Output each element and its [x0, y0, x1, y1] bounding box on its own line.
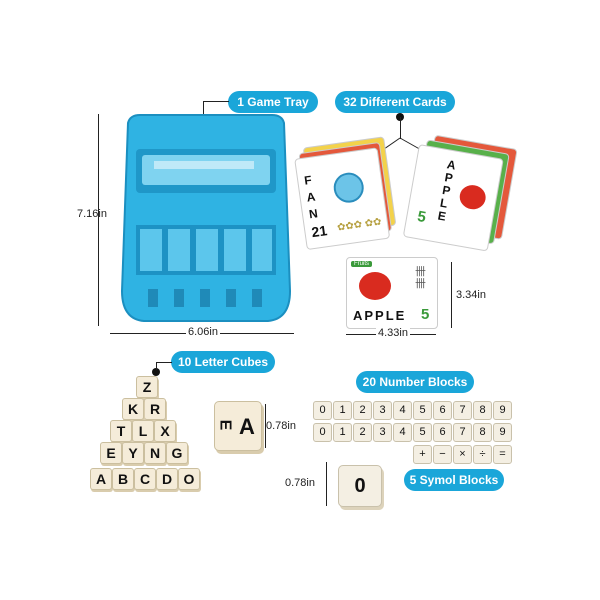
number-block: 4 [393, 401, 412, 420]
letter-cube: O [178, 468, 200, 490]
letter-cubes-pin [152, 368, 160, 376]
single-number-block: 0 [338, 465, 382, 507]
number-block: 3 [373, 401, 392, 420]
letter-cube: G [166, 442, 188, 464]
number-block: 7 [453, 401, 472, 420]
card-fan: FAN 21 ✿✿✿ ✿✿ [294, 147, 391, 251]
letter-cube: A [90, 468, 112, 490]
card-flat-number: 5 [421, 306, 430, 323]
big-cube-letter-a: A [239, 414, 255, 439]
number-block: 9 [493, 401, 512, 420]
card-width-text: 4.33in [376, 327, 410, 339]
game-tray-label: 1 Game Tray [228, 91, 318, 113]
number-blocks-label: 20 Number Blocks [356, 371, 474, 393]
number-block: 1 [333, 423, 352, 442]
big-cube-letter-e: E [216, 419, 234, 431]
tally-icon: 卌卌 [415, 266, 426, 290]
cube-size-arrow [265, 404, 266, 448]
letter-cube: X [154, 420, 176, 442]
number-block: 5 [413, 401, 432, 420]
card-height-text: 3.34in [456, 289, 486, 301]
number-block: 9 [493, 423, 512, 442]
number-block: 5 [413, 423, 432, 442]
symbol-blocks-label: 5 Symol Blocks [404, 469, 504, 491]
card-tag: Fruits [351, 261, 372, 267]
letter-cubes-label: 10 Letter Cubes [171, 351, 275, 373]
letter-cube: L [132, 420, 154, 442]
letter-cube: Y [122, 442, 144, 464]
letter-cube: E [100, 442, 122, 464]
number-block: 6 [433, 423, 452, 442]
game-tray-image [120, 114, 292, 322]
card-apple: APPLE 5 [402, 144, 504, 252]
symbol-block: × [453, 445, 472, 464]
card-fan-number: 21 [310, 222, 329, 241]
letter-cube: N [144, 442, 166, 464]
number-block: 4 [393, 423, 412, 442]
fan-icon [331, 170, 366, 205]
number-block: 7 [453, 423, 472, 442]
letter-cube: D [156, 468, 178, 490]
letter-cube: R [144, 398, 166, 420]
card-height-arrow [451, 262, 452, 328]
big-letter-cube: A E [214, 401, 262, 451]
card-apple-number: 5 [416, 207, 428, 227]
number-block: 0 [313, 401, 332, 420]
number-block: 6 [433, 401, 452, 420]
symbol-block: + [413, 445, 432, 464]
letter-cube: C [134, 468, 156, 490]
card-stack-right: APPLE 5 [402, 134, 518, 256]
symbol-block: = [493, 445, 512, 464]
symbol-block: − [433, 445, 452, 464]
tray-height-arrow [98, 114, 99, 326]
letter-cube: K [122, 398, 144, 420]
number-block: 0 [313, 423, 332, 442]
number-block: 2 [353, 423, 372, 442]
counting-dots-icon: ✿✿✿ ✿✿ [336, 216, 383, 234]
cards-label: 32 Different Cards [335, 91, 455, 113]
card-flat-word: APPLE [353, 308, 407, 323]
tray-width-text: 6.06in [186, 326, 220, 338]
letter-cube: T [110, 420, 132, 442]
number-block: 1 [333, 401, 352, 420]
number-block: 8 [473, 401, 492, 420]
number-block: 2 [353, 401, 372, 420]
symbol-block: ÷ [473, 445, 492, 464]
cube-size-text: 0.78in [266, 420, 296, 432]
number-row-2: 0 1 2 3 4 5 6 7 8 9 [313, 423, 513, 443]
card-apple-word: APPLE [436, 157, 457, 224]
apple-icon [457, 183, 488, 212]
tray-height-text: 7.16in [77, 208, 107, 220]
card-fan-word: FAN [303, 172, 319, 222]
game-tray-leader [203, 101, 229, 102]
letter-pyramid: Z R K T L X E Y N G A B C D O [86, 376, 216, 506]
apple-icon [359, 272, 391, 300]
card-stack-left: FAN 21 ✿✿✿ ✿✿ [294, 136, 400, 251]
number-row-1: 0 1 2 3 4 5 6 7 8 9 [313, 401, 513, 421]
letter-cube: B [112, 468, 134, 490]
number-block: 8 [473, 423, 492, 442]
symbol-row: + − × ÷ = [413, 445, 513, 465]
card-apple-flat: Fruits 卌卌 APPLE 5 [346, 257, 438, 329]
block-size-arrow [326, 462, 327, 506]
block-size-text: 0.78in [285, 477, 315, 489]
number-block: 3 [373, 423, 392, 442]
letter-cube: Z [136, 376, 158, 398]
